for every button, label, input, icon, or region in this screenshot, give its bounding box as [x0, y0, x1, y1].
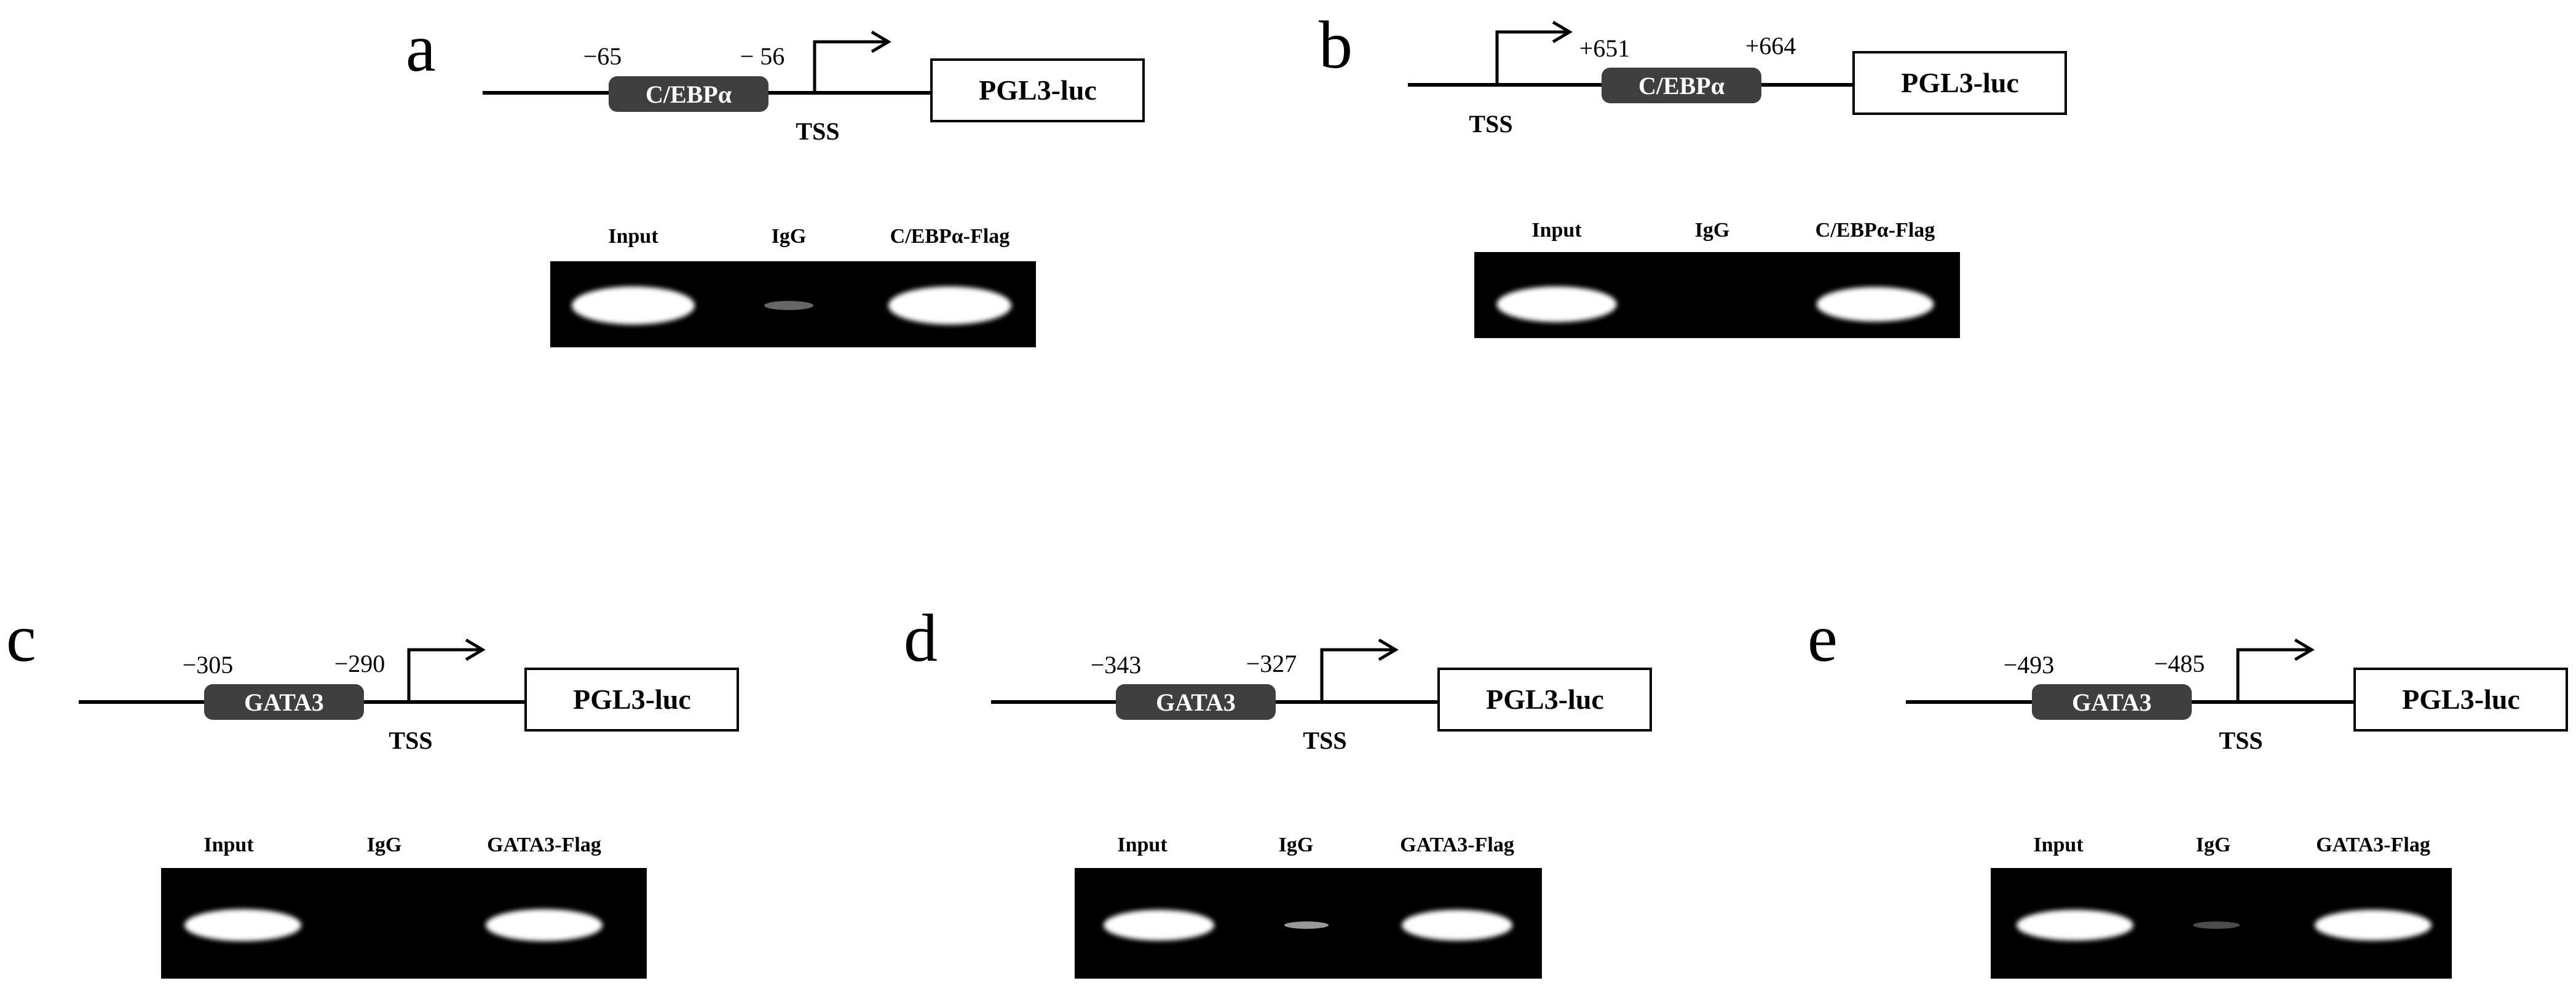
- tss-arrow: [1495, 30, 1567, 85]
- site-start-coord: −65: [583, 42, 622, 70]
- lane-label-input: Input: [608, 225, 658, 248]
- reporter-label: PGL3-luc: [979, 74, 1097, 106]
- lane-label-flag: C/EBPα-Flag: [1815, 219, 1935, 242]
- reporter-box: [1852, 51, 2067, 115]
- panel-d: d GATA3 −343 −327 TSS PGL3-luc Input IgG…: [904, 601, 1652, 979]
- panel-letter: a: [406, 10, 436, 85]
- lane-label-igg: IgG: [367, 834, 402, 856]
- band-input: [2017, 910, 2133, 941]
- binding-site-label: C/EBPα: [1638, 72, 1725, 100]
- band-igg: [2193, 921, 2240, 929]
- panel-c: c GATA3 −305 −290 TSS PGL3-luc Input IgG…: [6, 601, 739, 979]
- band-input: [184, 909, 301, 941]
- lane-label-flag: GATA3-Flag: [1400, 834, 1514, 856]
- site-start-coord: −343: [1091, 651, 1142, 679]
- tss-label: TSS: [2219, 727, 2262, 754]
- tss-arrow: [2236, 648, 2309, 702]
- lane-label-igg: IgG: [1695, 219, 1730, 242]
- binding-site-box: [609, 76, 768, 112]
- site-end-coord: − 56: [740, 42, 785, 70]
- lane-label-flag: GATA3-Flag: [2316, 834, 2430, 856]
- lane-label-flag: C/EBPα-Flag: [890, 225, 1010, 248]
- panel-letter: b: [1319, 7, 1353, 82]
- band-igg: [764, 301, 813, 310]
- reporter-label: PGL3-luc: [1486, 684, 1604, 715]
- panel-letter: e: [1808, 601, 1838, 676]
- lane-label-igg: IgG: [772, 225, 807, 248]
- tss-label: TSS: [1303, 727, 1346, 754]
- reporter-box: [2353, 668, 2568, 732]
- binding-site-label: GATA3: [2072, 688, 2152, 716]
- band-input: [1104, 910, 1214, 941]
- tss-arrow-head: [2294, 638, 2315, 661]
- binding-site-label: GATA3: [1156, 688, 1236, 716]
- panel-e: e GATA3 −493 −485 TSS PGL3-luc Input IgG…: [1808, 601, 2568, 979]
- reporter-label: PGL3-luc: [573, 684, 691, 715]
- panel-letter: d: [904, 601, 938, 676]
- lane-label-igg: IgG: [1279, 834, 1314, 856]
- tss-arrow-head: [871, 30, 891, 53]
- reporter-label: PGL3-luc: [2402, 684, 2520, 715]
- site-start-coord: +651: [1579, 34, 1630, 62]
- binding-site-label: GATA3: [244, 688, 324, 716]
- reporter-label: PGL3-luc: [1901, 67, 2019, 98]
- site-end-coord: +664: [1745, 32, 1796, 60]
- tss-label: TSS: [796, 117, 839, 145]
- band-flag: [1816, 286, 1934, 322]
- panel-letter: c: [6, 601, 36, 676]
- panel-a: a C/EBPα −65 − 56 TSS PGL3-luc Input IgG…: [406, 10, 1145, 347]
- band-flag: [888, 286, 1011, 325]
- reporter-box: [524, 668, 739, 732]
- site-start-coord: −493: [2004, 651, 2055, 679]
- band-flag: [2315, 910, 2432, 941]
- reporter-box: [930, 58, 1145, 122]
- site-end-coord: −327: [1246, 650, 1297, 677]
- band-flag: [1402, 910, 1512, 941]
- site-end-coord: −290: [334, 650, 385, 677]
- tss-arrow: [1320, 648, 1393, 702]
- lane-label-input: Input: [203, 834, 254, 856]
- lane-label-input: Input: [1117, 834, 1167, 856]
- panel-b: b TSS C/EBPα +651 +664 PGL3-luc Input Ig…: [1319, 7, 2067, 338]
- band-input: [572, 286, 695, 325]
- binding-site-label: C/EBPα: [646, 81, 732, 108]
- lane-label-igg: IgG: [2196, 834, 2231, 856]
- reporter-box: [1437, 668, 1652, 732]
- tss-arrow-head: [465, 638, 486, 661]
- tss-label: TSS: [389, 727, 432, 754]
- band-igg: [1284, 921, 1329, 929]
- binding-site-box: [1116, 684, 1276, 720]
- band-input: [1496, 286, 1617, 322]
- tss-arrow: [407, 648, 480, 702]
- tss-arrow-head: [1552, 20, 1573, 44]
- lane-label-input: Input: [1531, 219, 1582, 242]
- binding-site-box: [2032, 684, 2192, 720]
- lane-label-flag: GATA3-Flag: [487, 834, 601, 856]
- lane-label-input: Input: [2033, 834, 2084, 856]
- site-start-coord: −305: [183, 651, 234, 679]
- tss-arrow-head: [1378, 638, 1399, 661]
- tss-label: TSS: [1469, 110, 1512, 138]
- binding-site-box: [1602, 68, 1761, 103]
- band-flag: [486, 909, 603, 941]
- tss-arrow: [813, 40, 885, 93]
- binding-site-box: [204, 684, 364, 720]
- site-end-coord: −485: [2154, 650, 2205, 677]
